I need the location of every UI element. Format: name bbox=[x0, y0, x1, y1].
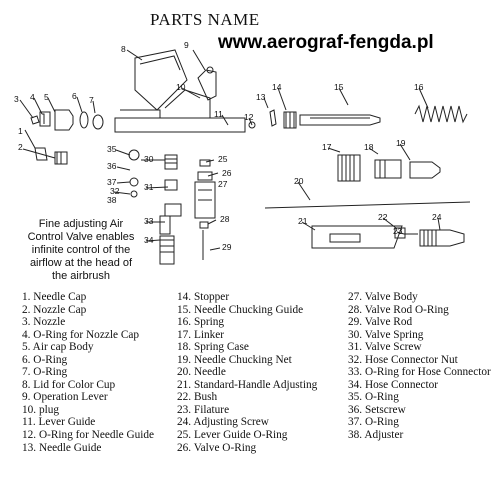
part-item: 25. Lever Guide O-Ring bbox=[177, 429, 288, 442]
part-item: 17. Linker bbox=[177, 328, 225, 341]
part-item: 6. O-Ring bbox=[22, 353, 68, 366]
parts-column-1: 1. Needle Cap 2. Nozzle Cap 3. Nozzle 4.… bbox=[22, 291, 154, 454]
callout-1: 1 bbox=[18, 126, 23, 136]
callout-7: 7 bbox=[89, 95, 94, 105]
website-url[interactable]: www.aerograf-fengda.pl bbox=[218, 32, 434, 53]
part-item: 11. Lever Guide bbox=[22, 416, 96, 429]
callout-2: 2 bbox=[18, 142, 23, 152]
part-item: 12. O-Ring for Needle Guide bbox=[22, 429, 155, 442]
callout-8: 8 bbox=[121, 44, 126, 54]
callout-18: 18 bbox=[364, 142, 374, 152]
part-item: 9. Operation Lever bbox=[22, 391, 108, 404]
part-item: 37. O-Ring bbox=[348, 416, 399, 429]
callout-19: 19 bbox=[396, 138, 406, 148]
callout-17: 17 bbox=[322, 142, 332, 152]
part-item: 31. Valve Screw bbox=[348, 341, 422, 354]
part-item: 3. Nozzle bbox=[22, 316, 66, 329]
callout-26: 26 bbox=[222, 168, 232, 178]
callout-35: 35 bbox=[107, 144, 117, 154]
part-item: 10. plug bbox=[22, 403, 60, 416]
part-item: 15. Needle Chucking Guide bbox=[177, 303, 304, 316]
callout-16: 16 bbox=[414, 82, 424, 92]
callout-3: 3 bbox=[14, 94, 19, 104]
callout-9: 9 bbox=[184, 40, 189, 50]
part-item: 19. Needle Chucking Net bbox=[177, 353, 292, 366]
part-item: 34. Hose Connector bbox=[348, 378, 439, 391]
callout-11: 11 bbox=[214, 109, 223, 119]
part-item: 24. Adjusting Screw bbox=[177, 416, 269, 429]
callout-38: 38 bbox=[107, 195, 117, 205]
part-item: 4. O-Ring for Nozzle Cap bbox=[22, 328, 140, 341]
part-item: 5. Air cap Body bbox=[22, 341, 94, 354]
callout-28: 28 bbox=[220, 214, 230, 224]
callout-30: 30 bbox=[144, 154, 154, 164]
callout-4: 4 bbox=[30, 92, 35, 102]
callout-27: 27 bbox=[218, 179, 228, 189]
part-item: 38. Adjuster bbox=[348, 429, 404, 442]
parts-column-2: 14. Stopper 15. Needle Chucking Guide 16… bbox=[177, 291, 317, 454]
note-line: Control Valve enables bbox=[27, 231, 135, 243]
part-item: 23. Filature bbox=[177, 403, 230, 416]
page-title: PARTS NAME bbox=[150, 10, 260, 29]
part-item: 35. O-Ring bbox=[348, 391, 399, 404]
part-item: 28. Valve Rod O-Ring bbox=[348, 303, 449, 316]
part-item: 27. Valve Body bbox=[348, 291, 418, 303]
part-item: 32. Hose Connector Nut bbox=[348, 353, 458, 366]
callout-23: 23 bbox=[393, 226, 403, 236]
callout-14: 14 bbox=[272, 82, 282, 92]
part-item: 36. Setscrew bbox=[348, 403, 406, 416]
part-item: 22. Bush bbox=[177, 391, 218, 404]
callout-21: 21 bbox=[298, 216, 308, 226]
callout-37: 37 bbox=[107, 177, 117, 187]
callout-15: 15 bbox=[334, 82, 344, 92]
callout-25: 25 bbox=[218, 154, 228, 164]
callout-24: 24 bbox=[432, 212, 442, 222]
part-item: 26. Valve O-Ring bbox=[177, 441, 257, 454]
part-item: 16. Spring bbox=[177, 316, 225, 329]
part-item: 21. Standard-Handle Adjusting bbox=[177, 378, 318, 391]
callout-20: 20 bbox=[294, 176, 304, 186]
note-line: airflow at the head of bbox=[29, 257, 133, 269]
callout-34: 34 bbox=[144, 235, 154, 245]
callout-13: 13 bbox=[256, 92, 266, 102]
note-line: Fine adjusting Air bbox=[38, 218, 124, 230]
note-line: infinite control of the bbox=[31, 244, 131, 256]
part-item: 13. Needle Guide bbox=[22, 441, 102, 454]
part-item: 7. O-Ring bbox=[22, 366, 68, 379]
part-item: 33. O-Ring for Hose Connector bbox=[348, 366, 491, 379]
part-item: 1. Needle Cap bbox=[22, 291, 87, 303]
part-item: 18. Spring Case bbox=[177, 341, 249, 354]
callout-5: 5 bbox=[44, 92, 49, 102]
note-line: the airbrush bbox=[51, 270, 111, 282]
part-item: 8. Lid for Color Cup bbox=[22, 378, 116, 391]
part-item: 2. Nozzle Cap bbox=[22, 303, 87, 316]
callout-29: 29 bbox=[222, 242, 232, 252]
callout-12: 12 bbox=[244, 112, 254, 122]
air-valve-note: Fine adjusting Air Control Valve enables… bbox=[6, 218, 156, 283]
parts-column-3: 27. Valve Body 28. Valve Rod O-Ring 29. … bbox=[348, 291, 491, 442]
callout-6: 6 bbox=[72, 91, 77, 101]
callout-22: 22 bbox=[378, 212, 388, 222]
callout-33: 33 bbox=[144, 216, 154, 226]
callout-10: 10 bbox=[176, 82, 186, 92]
part-item: 14. Stopper bbox=[177, 291, 230, 303]
part-item: 30. Valve Spring bbox=[348, 328, 424, 341]
callout-36: 36 bbox=[107, 161, 117, 171]
part-item: 20. Needle bbox=[177, 366, 226, 379]
callout-31: 31 bbox=[144, 182, 154, 192]
exploded-view-drawing: 1234567891011121314151617181920212223242… bbox=[14, 40, 471, 265]
part-item: 29. Valve Rod bbox=[348, 316, 413, 329]
callout-32: 32 bbox=[110, 186, 120, 196]
